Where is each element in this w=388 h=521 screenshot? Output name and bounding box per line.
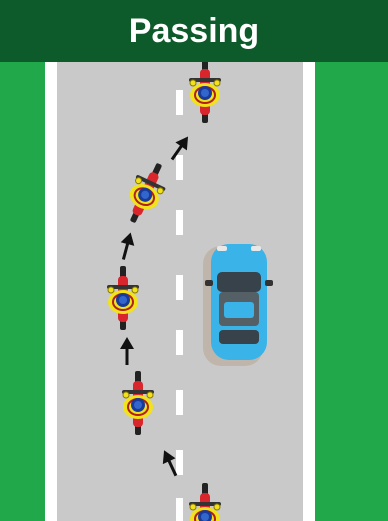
car-icon bbox=[203, 244, 273, 366]
title-banner: Passing bbox=[0, 0, 388, 62]
grass-left bbox=[0, 62, 45, 521]
page-title: Passing bbox=[129, 12, 259, 51]
grass-right bbox=[315, 62, 388, 521]
edge-line-left bbox=[45, 62, 57, 521]
edge-line-right bbox=[303, 62, 315, 521]
road-scene bbox=[0, 62, 388, 521]
